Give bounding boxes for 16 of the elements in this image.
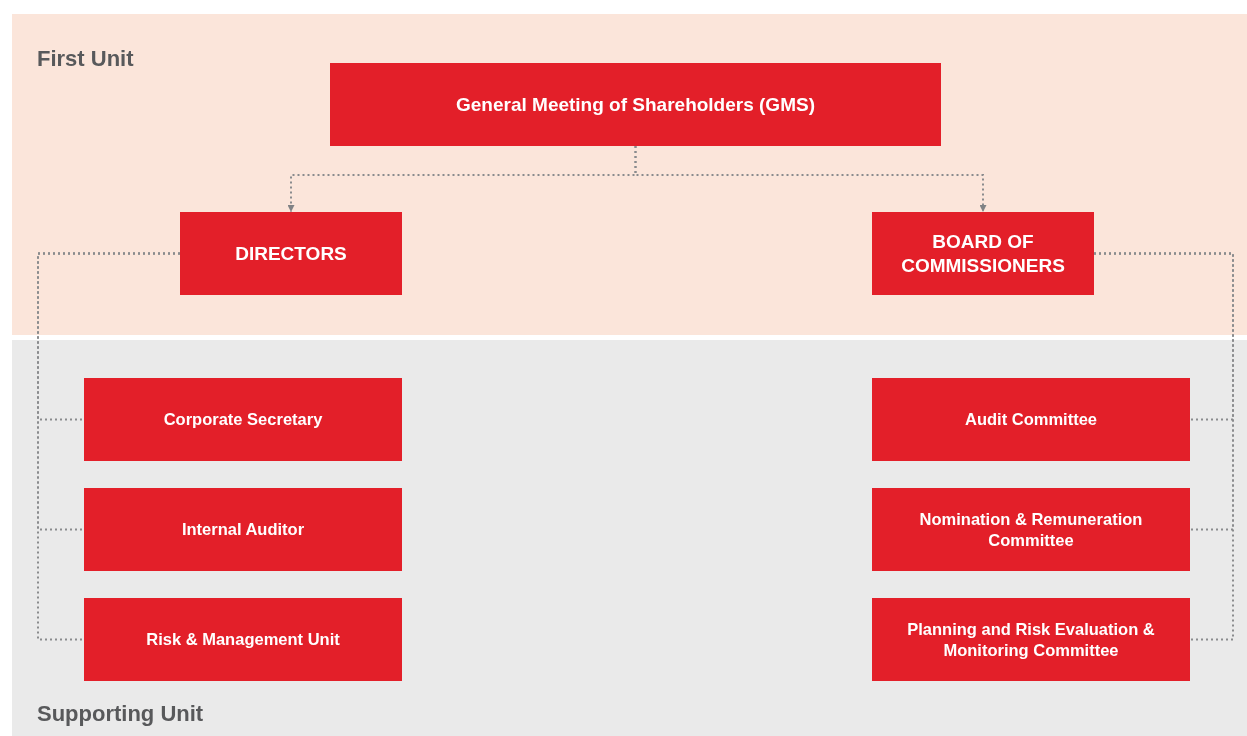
org-box: Planning and Risk Evaluation & Monitoring Committee xyxy=(872,598,1190,681)
org-box: Risk & Management Unit xyxy=(84,598,402,681)
connector-line xyxy=(634,145,987,213)
unit-band xyxy=(12,14,1247,335)
org-box: General Meeting of Shareholders (GMS) xyxy=(330,63,941,146)
connector-line xyxy=(1093,252,1234,641)
org-box: Corporate Secretary xyxy=(84,378,402,461)
connector-line xyxy=(37,252,181,641)
org-box: Internal Auditor xyxy=(84,488,402,571)
unit-band xyxy=(12,340,1247,736)
org-box: Nomination & Remuneration Committee xyxy=(872,488,1190,571)
unit-heading: Supporting Unit xyxy=(37,700,204,728)
org-box: BOARD OF COMMISSIONERS xyxy=(872,212,1094,295)
org-box: DIRECTORS xyxy=(180,212,402,295)
unit-heading: First Unit xyxy=(37,45,134,73)
org-box: Audit Committee xyxy=(872,378,1190,461)
